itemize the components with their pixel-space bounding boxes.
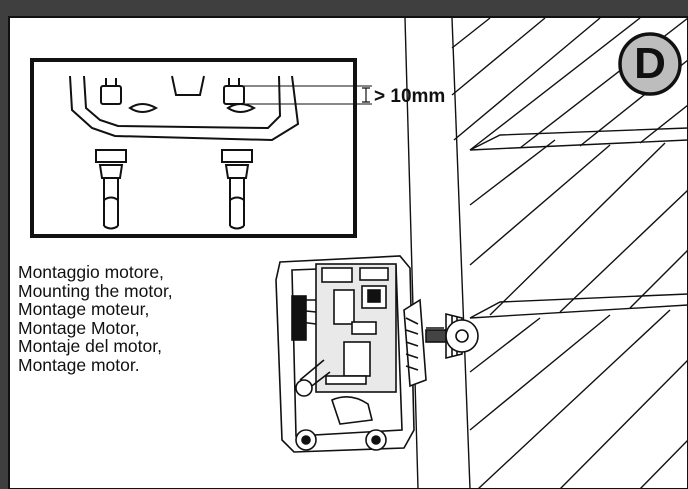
gate-structure [404, 17, 688, 489]
caption-line: Montage motor. [18, 354, 140, 375]
motor-unit [275, 255, 479, 453]
step-badge-letter: D [634, 39, 666, 88]
mounting-bracket-detail [69, 75, 372, 230]
caption-list: Montaggio motore, Mounting the motor, Mo… [18, 263, 173, 375]
clearance-dimension-label: > 10mm [374, 86, 446, 107]
step-badge [618, 32, 682, 96]
caption-line: Montage moteur, [18, 299, 150, 320]
page-frame-top [0, 0, 688, 17]
page-frame-left [0, 0, 9, 489]
caption-line: Montage Motor, [18, 317, 140, 338]
caption-line: Mounting the motor, [18, 280, 173, 301]
page-frame-inner-line [8, 16, 688, 489]
caption-line: Montaggio motore, [18, 262, 164, 282]
caption-line: Montaje del motor, [18, 336, 162, 357]
